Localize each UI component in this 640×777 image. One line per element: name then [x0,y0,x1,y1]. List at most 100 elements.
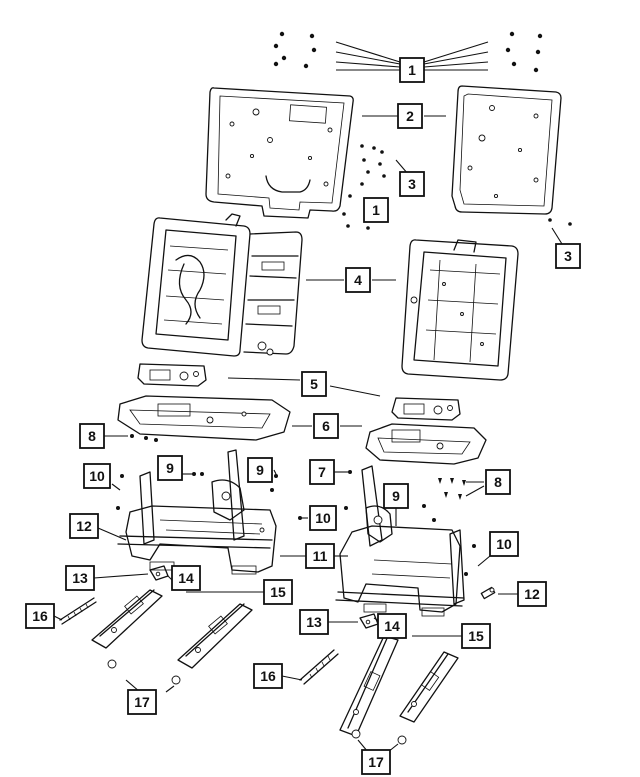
callout-14-left: 14 [171,565,201,591]
callout-label: 10 [315,510,331,526]
bolt-set-left [107,659,181,685]
callout-3-upper: 3 [399,171,425,197]
seat-track-left-inner [177,603,253,669]
callout-4: 4 [345,267,371,293]
callout-6: 6 [313,413,339,439]
leader-8b-2 [465,485,485,497]
fastener-cluster-1b [342,194,370,230]
leader-5-right [329,385,381,397]
fastener-cluster-3b [548,218,572,226]
callout-label: 12 [76,518,92,534]
seat-cushion-pan-right [365,423,487,465]
fastener-cluster-3a [360,144,386,186]
callout-label: 15 [270,584,286,600]
callout-15-left: 15 [263,579,293,605]
callout-label: 6 [322,418,330,434]
callout-13-left: 13 [65,565,95,591]
recliner-mechanism-right [391,397,461,421]
pivot-pin-right [480,586,496,600]
leader-17a-2 [165,685,175,693]
leader-13a [93,573,149,579]
callout-14-right: 14 [377,613,407,639]
recliner-mechanism-left [137,363,207,387]
callout-label: 3 [564,248,572,264]
seat-riser-frame-right [335,465,465,617]
callout-7: 7 [309,459,335,485]
callout-12-left: 12 [69,513,99,539]
torsion-bar-left [59,597,97,625]
leader-lines-1a [335,41,489,71]
latch-right [359,613,379,629]
callout-1-top: 1 [399,57,425,83]
leader-10c [477,555,491,567]
callout-2: 2 [397,103,423,129]
seat-track-left-outer [91,589,163,649]
callout-3-right: 3 [555,243,581,269]
callout-label: 14 [178,570,194,586]
seat-cushion-pan-left [117,395,291,441]
callout-9-left: 9 [157,455,183,481]
callout-16-left: 16 [25,603,55,629]
callout-label: 13 [306,614,322,630]
callout-label: 17 [368,754,384,770]
fastener-cluster-8a [130,434,158,442]
callout-9-middle: 9 [247,457,273,483]
callout-label: 10 [89,468,105,484]
callout-label: 1 [372,202,380,218]
callout-label: 4 [354,272,362,288]
leader-12a [97,527,127,541]
fastener-cluster-top-left [273,31,317,69]
callout-17-right: 17 [361,749,391,775]
leader-10a [111,483,121,491]
callout-label: 2 [406,108,414,124]
callout-label: 16 [260,668,276,684]
callout-label: 11 [313,548,328,564]
seat-back-panel-left [205,87,354,219]
callout-label: 9 [256,462,264,478]
callout-label: 15 [468,628,484,644]
fastener-cluster-8b [438,478,466,500]
seat-riser-frame-left [117,449,277,575]
fastener-cluster-top-right [505,31,543,73]
callout-16-right: 16 [253,663,283,689]
callout-label: 3 [408,176,416,192]
callout-label: 9 [392,488,400,504]
seat-back-panel-right [451,85,562,215]
fastener-small-set [116,470,476,576]
callout-5: 5 [301,371,327,397]
callout-8-right: 8 [485,469,511,495]
callout-1-middle: 1 [363,197,389,223]
leader-16b [281,675,303,681]
callout-label: 8 [88,428,96,444]
bolt-set-right [351,729,407,745]
torsion-bar-right [299,649,339,685]
callout-17-left: 17 [127,689,157,715]
latch-left [149,565,169,581]
leader-16a [53,615,63,621]
callout-label: 13 [72,570,88,586]
callout-9-right: 9 [383,483,409,509]
leader-3b [551,227,563,245]
callout-label: 12 [524,586,540,602]
callout-label: 7 [318,464,326,480]
callout-10-middle: 10 [309,505,337,531]
callout-12-right: 12 [517,581,547,607]
callout-15-right: 15 [461,623,491,649]
seat-back-frame-left [141,213,303,357]
callout-label: 9 [166,460,174,476]
callout-label: 16 [32,608,48,624]
callout-10-right: 10 [489,531,519,557]
callout-8-left: 8 [79,423,105,449]
seat-back-frame-right [401,239,519,381]
callout-label: 14 [384,618,400,634]
callout-10-left: 10 [83,463,111,489]
leader-9b [273,469,277,475]
callout-label: 1 [408,62,416,78]
callout-label: 17 [134,694,150,710]
leader-5-left [227,377,301,381]
callout-label: 10 [496,536,512,552]
callout-label: 5 [310,376,318,392]
callout-11: 11 [305,543,335,569]
seat-track-right-outer [339,635,399,737]
